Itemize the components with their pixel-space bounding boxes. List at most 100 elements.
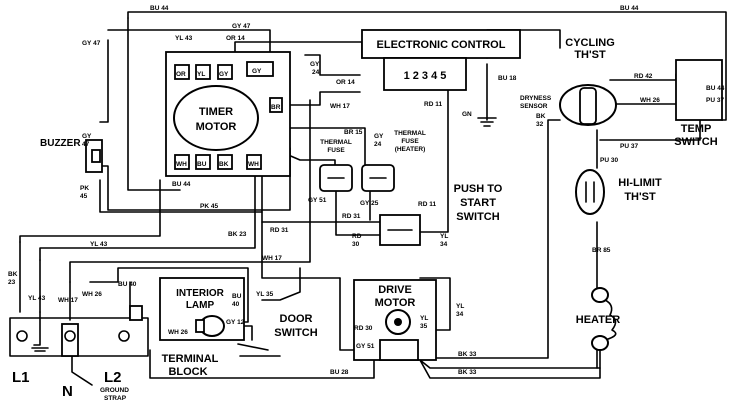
wire-label: RD 31 [270, 227, 289, 234]
wire-label: YL 35 [256, 291, 274, 298]
wire-label: BU 28 [330, 369, 349, 376]
push-to-start-label-2: START [460, 197, 496, 209]
wire-label: 45 [80, 193, 88, 200]
wire-label: GY [310, 61, 320, 68]
wire-label: WH 26 [640, 97, 660, 104]
timer-motor: TIMER MOTOR [165, 51, 291, 177]
wire-label: GY 25 [360, 200, 379, 207]
thermal-fuse-label-2: FUSE [327, 147, 345, 154]
wire-label: RD 11 [424, 101, 442, 108]
wire-label: RD 11 [418, 201, 436, 208]
dryness-sensor-label-1: DRYNESS [520, 95, 552, 102]
wire-label: 40 [232, 301, 240, 308]
wire-label: GY [374, 133, 384, 140]
temp-switch-label-1: TEMP [681, 123, 712, 135]
wire-label: 34 [440, 241, 448, 248]
cycling-tstat-label-1: CYCLING [565, 37, 615, 49]
thermal-fuse-heater-label-3: (HEATER) [395, 146, 426, 153]
ground-strap-label-2: STRAP [104, 395, 127, 402]
wire-label: 30 [352, 241, 360, 248]
control-terminals-label: 1 2 3 4 5 [404, 70, 447, 82]
wire-label: RD 31 [342, 213, 361, 220]
hi-limit-label-1: HI-LIMIT [618, 177, 662, 189]
timer-contact-label: WH [176, 161, 187, 168]
interior-lamp-label-2: LAMP [186, 300, 215, 311]
wire-label: GY 47 [232, 23, 251, 30]
interior-lamp: INTERIOR LAMP [159, 277, 245, 341]
terminal-block-label-2: BLOCK [168, 366, 207, 378]
timer-motor-label-2: MOTOR [196, 121, 237, 133]
wire-label: YL [456, 303, 464, 310]
drive-motor-label-1: DRIVE [378, 284, 412, 296]
temp-switch: TEMP SWITCH [674, 59, 723, 148]
wire-label: WH 17 [58, 297, 78, 304]
timer-contact-label: BU [197, 161, 207, 168]
wire-label: BR 85 [592, 247, 611, 254]
heater-label: HEATER [576, 314, 620, 326]
wire-label: 32 [536, 121, 544, 128]
thermal-fuse-heater: THERMAL FUSE (HEATER) [361, 130, 426, 192]
door-switch-label-2: SWITCH [274, 327, 317, 339]
wire-label: BK 33 [458, 369, 477, 376]
wire-label: WH 26 [82, 291, 102, 298]
wire-label: YL 43 [28, 295, 46, 302]
wire-label: BU 44 [150, 5, 169, 12]
terminal-block-label-1: TERMINAL [162, 353, 219, 365]
wire-label: BU 44 [620, 5, 639, 12]
wire-label: GY 12 [226, 319, 245, 326]
timer-contact-label: WH [248, 161, 259, 168]
wire-label: 47 [82, 141, 90, 148]
cycling-thermostat: CYCLING TH'ST [559, 37, 617, 126]
wire-label: GY 51 [308, 197, 327, 204]
wire-label: PK [80, 185, 89, 192]
wire-label: 23 [8, 279, 16, 286]
thermal-fuse-heater-label-2: FUSE [401, 138, 419, 145]
wire-label: BK [8, 271, 18, 278]
wire-label: WH 26 [168, 329, 188, 336]
timer-contact-label: YL [197, 71, 205, 78]
wire-label: WH 17 [330, 103, 350, 110]
thermal-fuse-label-1: THERMAL [320, 139, 352, 146]
wire-label: YL [440, 233, 448, 240]
wire-label: PU 37 [706, 97, 724, 104]
timer-contact-label: OR [176, 71, 186, 78]
wire-label: YL 43 [175, 35, 193, 42]
timer-motor-label-1: TIMER [199, 106, 233, 118]
timer-contact-label: GY [219, 71, 229, 78]
interior-lamp-label-1: INTERIOR [176, 288, 225, 299]
l1-label: L1 [12, 369, 30, 386]
heater: HEATER [576, 287, 620, 351]
drive-motor-label-2: MOTOR [375, 297, 416, 309]
thermal-fuse: THERMAL FUSE [319, 139, 353, 192]
push-to-start-switch: PUSH TO START SWITCH [379, 183, 503, 246]
wire-label: RD 42 [634, 73, 653, 80]
wire-labels: BU 44 BU 44 GY 47 GY 47 YL 43 OR 14 OR 1… [8, 5, 725, 376]
wire-label: BR 15 [344, 129, 363, 136]
ground-strap-label-1: GROUND [100, 387, 129, 394]
hi-limit-label-2: TH'ST [624, 191, 656, 203]
hi-limit-thermostat: HI-LIMIT TH'ST [575, 169, 662, 215]
wire-label: RD [352, 233, 362, 240]
wire-label: PU 30 [600, 157, 618, 164]
wire-label: PU 37 [620, 143, 638, 150]
timer-contact-label: GY [252, 68, 262, 75]
wire-label: BU 44 [172, 181, 191, 188]
electronic-control-label: ELECTRONIC CONTROL [377, 39, 506, 51]
wire-label: GY 47 [82, 40, 101, 47]
cycling-tstat-label-2: TH'ST [574, 49, 606, 61]
wire-label: RD 30 [354, 325, 373, 332]
wire-label: BU 18 [498, 75, 517, 82]
wire-label: WH 17 [262, 255, 282, 262]
l2-label: L2 [104, 369, 122, 386]
wire-label: 34 [456, 311, 464, 318]
dryness-sensor-label-2: SENSOR [520, 103, 548, 110]
wire-label: BU [232, 293, 242, 300]
wire-label: BU 44 [706, 85, 725, 92]
temp-switch-label-2: SWITCH [674, 136, 717, 148]
wire-label: YL 43 [90, 241, 108, 248]
wire-label: 24 [312, 69, 320, 76]
timer-contact-label: BK [219, 161, 229, 168]
wire-label: OR 14 [336, 79, 355, 86]
wire-label: PK 45 [200, 203, 218, 210]
